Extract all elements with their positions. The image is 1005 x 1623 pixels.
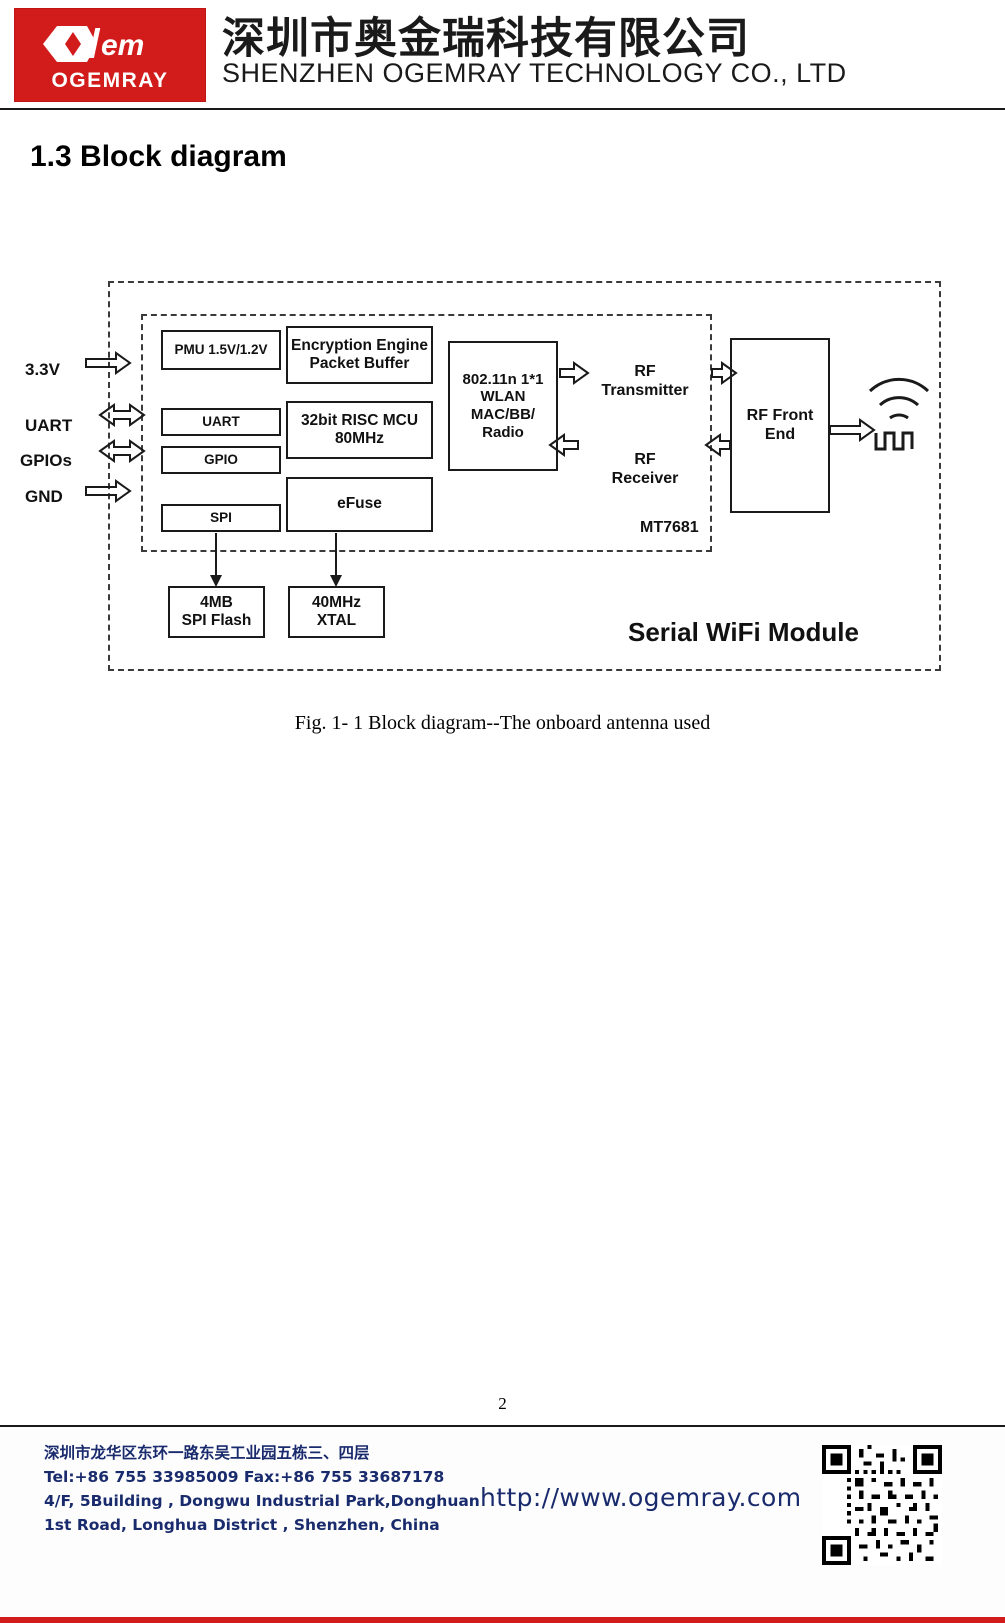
- block-diagram-figure: 3.3V UART GPIOs GND PMU 1.5V/1.2V UART G…: [20, 281, 943, 673]
- pin-label-gpios: GPIOs: [20, 451, 72, 470]
- footer-address-line-4: 1st Road, Longhua District , Shenzhen, C…: [44, 1516, 440, 1535]
- section-heading: 1.3 Block diagram: [30, 140, 287, 173]
- page-footer: 深圳市龙华区东环一路东吴工业园五栋三、四层 Tel:+86 755 339850…: [0, 1425, 1005, 1623]
- block-xtal: 40MHz XTAL: [288, 586, 385, 638]
- pin-arrows: [85, 351, 146, 503]
- diagram-connectors: [210, 361, 930, 587]
- footer-address-line-1: 深圳市龙华区东环一路东吴工业园五栋三、四层: [44, 1444, 370, 1462]
- block-spi: SPI: [161, 504, 281, 532]
- footer-accent-bar: [0, 1617, 1005, 1623]
- footer-address: 深圳市龙华区东环一路东吴工业园五栋三、四层 Tel:+86 755 339850…: [44, 1441, 480, 1537]
- block-efuse: eFuse: [286, 477, 433, 532]
- block-rf-receiver: RF Receiver: [580, 426, 710, 513]
- block-pmu: PMU 1.5V/1.2V: [161, 330, 281, 370]
- block-encryption-engine: Encryption Engine Packet Buffer: [286, 326, 433, 384]
- block-wlan: 802.11n 1*1 WLAN MAC/BB/ Radio: [448, 341, 558, 471]
- chip-label: MT7681: [640, 519, 699, 536]
- ogemray-diamond-logo-icon: em: [35, 19, 185, 68]
- footer-address-line-3: 4/F, 5Building , Dongwu Industrial Park,…: [44, 1492, 480, 1511]
- company-logo: em OGEMRAY: [14, 8, 206, 102]
- pin-label-uart: UART: [25, 416, 73, 435]
- block-rf-transmitter: RF Transmitter: [580, 338, 710, 426]
- footer-website-link[interactable]: http://www.ogemray.com: [480, 1483, 802, 1512]
- logo-wordmark: OGEMRAY: [51, 68, 169, 92]
- page-number: 2: [498, 1394, 507, 1413]
- block-uart: UART: [161, 408, 281, 436]
- company-name-en: SHENZHEN OGEMRAY TECHNOLOGY CO., LTD: [222, 58, 847, 88]
- pin-label-3v3: 3.3V: [25, 360, 60, 379]
- chip-boundary: [141, 314, 712, 552]
- module-boundary: [108, 281, 941, 671]
- qr-code-icon: [822, 1445, 942, 1565]
- block-gpio: GPIO: [161, 446, 281, 474]
- svg-text:em: em: [101, 29, 144, 62]
- figure-caption: Fig. 1- 1 Block diagram--The onboard ant…: [294, 712, 711, 734]
- pin-label-gnd: GND: [25, 487, 63, 506]
- block-spi-flash: 4MB SPI Flash: [168, 586, 265, 638]
- company-name-cn: 深圳市奥金瑞科技有限公司: [222, 14, 750, 64]
- block-rf-front-end: RF Front End: [730, 338, 830, 513]
- page-header: em OGEMRAY 深圳市奥金瑞科技有限公司 SHENZHEN OGEMRAY…: [0, 0, 1005, 110]
- wifi-antenna-icon: [868, 377, 930, 420]
- footer-address-line-2: Tel:+86 755 33985009 Fax:+86 755 3368717…: [44, 1468, 445, 1487]
- module-label: Serial WiFi Module: [628, 617, 859, 647]
- block-risc-mcu: 32bit RISC MCU 80MHz: [286, 401, 433, 459]
